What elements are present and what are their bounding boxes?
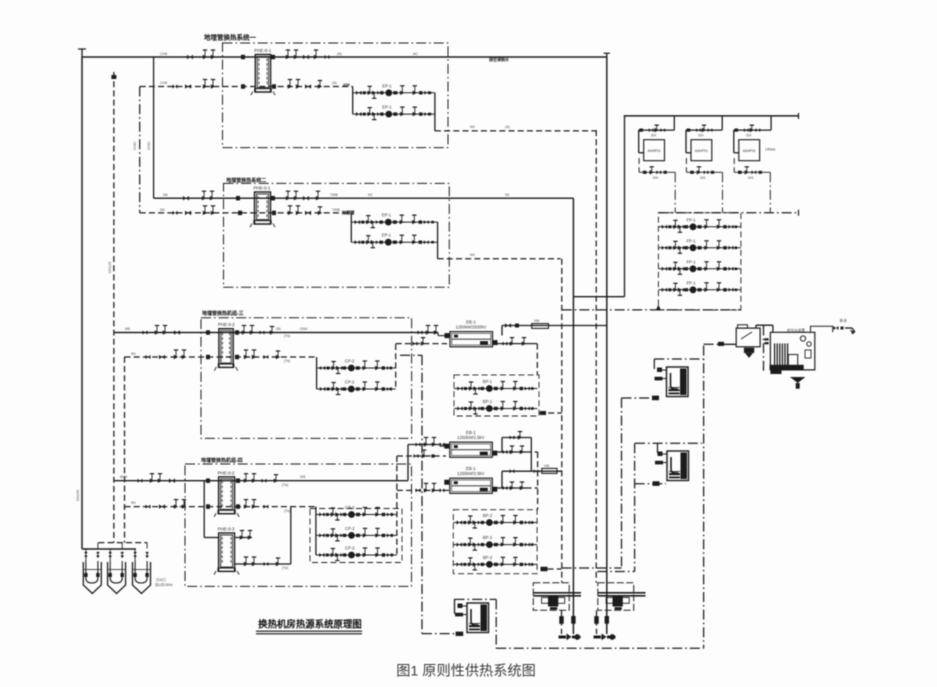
svg-text:CP-2: CP-2 [345, 526, 355, 531]
svg-text:加翻管: 加翻管 [341, 209, 355, 216]
svg-text:EP-1: EP-1 [382, 105, 392, 110]
svg-text:A58: A58 [343, 83, 350, 87]
svg-text:R0: R0 [131, 501, 136, 505]
svg-text:1250kW/2.5kV: 1250kW/2.5kV [457, 471, 484, 476]
svg-text:EP-1: EP-1 [382, 233, 392, 238]
svg-text:双U井150m: 双U井150m [155, 582, 173, 587]
svg-text:30X: 30X [746, 134, 753, 138]
svg-text:FP-1: FP-1 [687, 280, 697, 285]
svg-text:30X: 30X [651, 134, 658, 138]
svg-text:30X: 30X [698, 134, 705, 138]
svg-text:CP-2: CP-2 [345, 359, 355, 364]
svg-text:BP-1: BP-1 [483, 379, 493, 384]
svg-text:1250kW/2630kV: 1250kW/2630kV [456, 325, 487, 330]
svg-text:补水: 补水 [840, 318, 848, 323]
svg-text:CH6: CH6 [160, 81, 167, 85]
svg-text:(A): (A) [332, 81, 337, 85]
svg-text:PHE-0-1: PHE-0-1 [254, 186, 271, 191]
svg-text:N0: N0 [470, 125, 475, 129]
svg-text:HM: HM [534, 319, 539, 323]
svg-text:PHE-0-2: PHE-0-2 [218, 322, 235, 327]
svg-text:FP-1: FP-1 [687, 217, 697, 222]
svg-text:T698: T698 [330, 193, 338, 197]
svg-text:N1: N1 [368, 193, 373, 197]
svg-text:EP-1: EP-1 [382, 83, 392, 88]
svg-text:BP-1: BP-1 [483, 399, 493, 404]
svg-text:W5: W5 [300, 475, 305, 479]
svg-text:BP-2: BP-2 [483, 555, 493, 560]
svg-text:(A): (A) [505, 125, 510, 129]
svg-text:T698: T698 [332, 208, 340, 212]
svg-text:DN4: DN4 [300, 327, 307, 331]
svg-text:ASHP01: ASHP01 [743, 149, 756, 153]
svg-text:R0: R0 [131, 352, 136, 356]
svg-text:PHE-0-2: PHE-0-2 [218, 470, 235, 475]
svg-text:N6: N6 [163, 193, 168, 197]
svg-text:PHE-0-3: PHE-0-3 [218, 527, 235, 532]
svg-text:BP-2: BP-2 [483, 513, 493, 518]
svg-text:DN80: DN80 [133, 141, 137, 150]
svg-text:(Tw): (Tw) [282, 483, 288, 487]
svg-text:ASHP01: ASHP01 [648, 149, 661, 153]
svg-text:BP-2: BP-2 [483, 535, 493, 540]
svg-text:N0: N0 [160, 208, 165, 212]
svg-text:CP-2: CP-2 [345, 380, 355, 385]
svg-text:M6: M6 [125, 327, 130, 331]
svg-text:FP-1: FP-1 [687, 259, 697, 264]
svg-text:地埋管换热机组-四: 地埋管换热机组-四 [201, 457, 243, 464]
svg-text:PHE-0-1: PHE-0-1 [254, 48, 271, 53]
svg-text:FP-1: FP-1 [687, 238, 697, 243]
svg-text:40X: 40X [653, 176, 660, 180]
svg-text:DN125: DN125 [108, 262, 112, 273]
svg-text:DN: DN [276, 327, 281, 331]
svg-text:EB-1: EB-1 [466, 320, 476, 325]
svg-text:14Nos: 14Nos [765, 148, 776, 152]
svg-text:1250kW/2.5kV: 1250kW/2.5kV [457, 435, 484, 440]
svg-text:(Tw): (Tw) [282, 566, 288, 570]
svg-text:DN80: DN80 [147, 141, 151, 150]
svg-text:地埋管换热机组-三: 地埋管换热机组-三 [202, 310, 244, 317]
svg-text:(Tw): (Tw) [284, 359, 290, 363]
svg-text:EB-1: EB-1 [466, 466, 476, 471]
svg-text:(Tw): (Tw) [284, 509, 290, 513]
svg-text:EP-1: EP-1 [382, 213, 392, 218]
svg-text:N1: N1 [505, 193, 510, 197]
svg-text:DN150: DN150 [76, 490, 80, 501]
svg-text:软化水装置: 软化水装置 [787, 327, 805, 332]
svg-text:接空调侧水: 接空调侧水 [489, 56, 510, 62]
svg-text:AC: AC [413, 52, 418, 56]
svg-text:ASHP01: ASHP01 [695, 149, 708, 153]
svg-text:N0: N0 [470, 253, 475, 257]
svg-text:地埋管换热系统二: 地埋管换热系统二 [226, 177, 266, 184]
svg-text:HM: HM [544, 464, 549, 468]
svg-text:BH6: BH6 [120, 475, 127, 479]
svg-text:40X: 40X [748, 176, 755, 180]
svg-text:共36口: 共36口 [156, 577, 166, 582]
svg-text:(A): (A) [337, 52, 342, 56]
svg-text:图1 原则性供热系统图: 图1 原则性供热系统图 [396, 664, 536, 680]
svg-text:CP-2: CP-2 [345, 505, 355, 510]
svg-text:EB-1: EB-1 [466, 430, 476, 435]
svg-text:40X: 40X [700, 176, 707, 180]
svg-text:CP-2: CP-2 [345, 546, 355, 551]
svg-text:地埋管换热系统一: 地埋管换热系统一 [204, 33, 257, 42]
svg-text:CH6: CH6 [160, 52, 167, 56]
svg-text:换热机房热源系统原理图: 换热机房热源系统原理图 [258, 619, 362, 630]
svg-text:(Tw): (Tw) [284, 334, 290, 338]
